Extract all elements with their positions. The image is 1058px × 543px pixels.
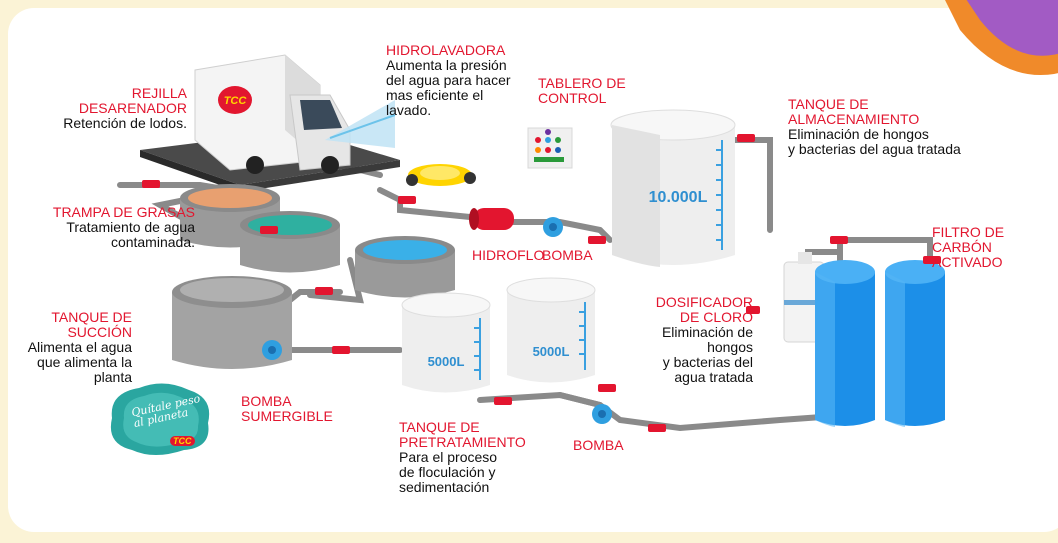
control-panel-icon <box>527 127 573 169</box>
tablero-label: TABLERO DE CONTROL <box>538 75 626 106</box>
dosificador-label: DOSIFICADOR DE CLORO Eliminación de hong… <box>655 294 753 385</box>
hidroflo-label: HIDROFLO <box>472 247 545 263</box>
seal-logo: TCC <box>170 436 195 446</box>
tanque-almacenamiento-label: TANQUE DE ALMACENAMIENTO Eliminación de … <box>788 96 961 157</box>
hidrolavadora-label: HIDROLAVADORA Aumenta la presión del agu… <box>386 42 511 118</box>
rejilla-label: REJILLA DESARENADOR Retención de lodos. <box>63 85 187 131</box>
pretreatment-tank-icon: 5000L <box>506 277 596 383</box>
bomba-top-label: BOMBA <box>542 247 593 263</box>
trampa-label: TRAMPA DE GRASAS Tratamiento de agua con… <box>52 204 195 250</box>
suction-tank-icon <box>172 276 292 369</box>
hidroflo-icon <box>469 208 514 230</box>
storage-tank-label: 10.000L <box>649 189 708 206</box>
pump-icon <box>543 217 563 237</box>
storage-tank-icon: 10.000L <box>610 109 736 267</box>
pretreatment-tank-icon: 5000L <box>401 292 491 393</box>
tanque-succion-label: TANQUE DE SUCCIÓN Alimenta el agua que a… <box>27 309 132 385</box>
bomba-sumergible-label: BOMBA SUMERGIBLE <box>241 393 333 424</box>
submersible-pump-icon <box>262 340 282 360</box>
pretreatment-tank-1-label: 5000L <box>428 354 465 369</box>
truck-logo: TCC <box>224 95 248 107</box>
pressure-washer-icon <box>406 164 476 186</box>
bomba-bottom-label: BOMBA <box>573 437 624 453</box>
pump-icon <box>592 404 612 424</box>
corner-decoration <box>945 0 1058 75</box>
water-jet-icon <box>325 100 395 148</box>
valve-icon <box>142 134 941 432</box>
pretreatment-tank-2-label: 5000L <box>533 344 570 359</box>
truck-icon: TCC <box>194 54 351 174</box>
grease-trap-icon <box>180 184 455 298</box>
tanque-pretratamiento-label: TANQUE DE PRETRATAMIENTO Para el proceso… <box>399 419 526 495</box>
carbon-filter-icon <box>815 260 945 427</box>
filtro-label: FILTRO DE CARBÓN ACTIVADO <box>932 224 1005 270</box>
chlorine-dosifier-icon <box>783 252 825 343</box>
